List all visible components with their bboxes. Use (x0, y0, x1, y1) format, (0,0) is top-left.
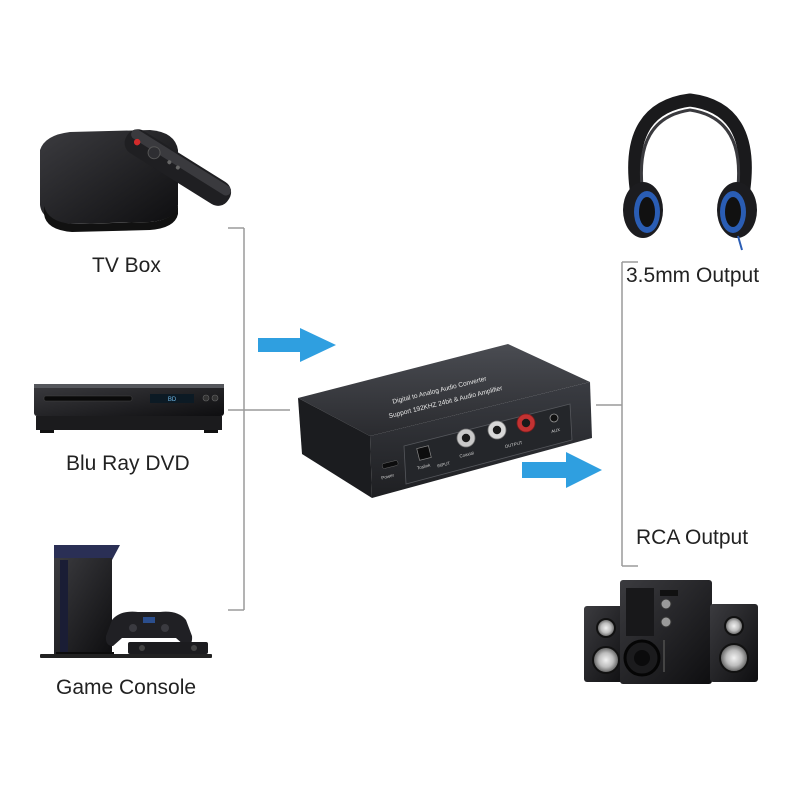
output-bracket (596, 261, 638, 567)
headphones-icon (623, 93, 757, 251)
svg-text:BD: BD (168, 397, 177, 403)
audio-converter-device: Digital to Analog Audio Converter Suppor… (298, 344, 592, 498)
output-arrow (522, 452, 602, 488)
port-label-output: OUTPUT (504, 440, 523, 449)
output-label-3-5mm: 3.5mm Output (626, 264, 760, 287)
port-label-coaxial: Coaxial (459, 450, 474, 458)
speakers-icon (584, 580, 758, 684)
game-console-icon (40, 545, 212, 658)
source-bracket (228, 227, 290, 611)
port-label-power: Power (381, 472, 395, 480)
port-label-aux: AUX (551, 427, 561, 434)
source-label-tv-box: TV Box (92, 254, 161, 277)
blu-ray-player-icon: BD (34, 384, 224, 433)
port-label-toslink: Toslink (417, 462, 432, 470)
tv-box-icon (40, 129, 232, 232)
output-label-rca: RCA Output (636, 526, 749, 549)
source-label-blu-ray-dvd: Blu Ray DVD (66, 452, 190, 475)
port-label-input: INPUT (437, 460, 451, 468)
input-arrow (258, 328, 336, 362)
source-label-game-console: Game Console (56, 676, 197, 699)
